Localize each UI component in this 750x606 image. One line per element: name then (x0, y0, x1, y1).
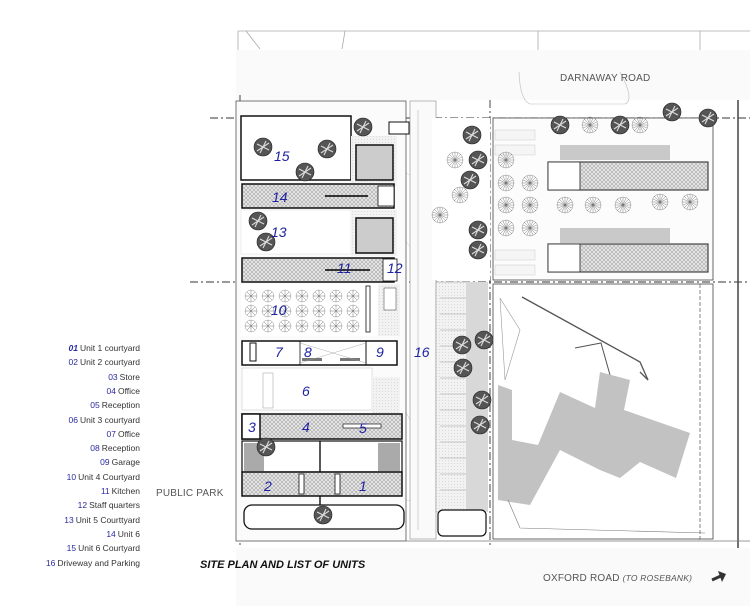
plan-label-3: 3 (248, 419, 256, 435)
plan-label-15: 15 (274, 148, 290, 164)
plan-label-5: 5 (359, 420, 367, 436)
west-park-label: PUBLIC PARK (156, 488, 224, 499)
plan-label-14: 14 (272, 189, 288, 205)
drawing-title: SITE PLAN AND LIST OF UNITS (200, 559, 366, 571)
plan-label-8: 8 (304, 344, 312, 360)
plan-label-1: 1 (359, 478, 367, 494)
plan-label-4: 4 (302, 419, 310, 435)
direction-arrow-icon (711, 571, 726, 582)
north-road-label: DARNAWAY ROAD (560, 73, 651, 84)
plan-label-2: 2 (264, 478, 272, 494)
plan-label-11: 11 (337, 260, 352, 276)
plan-label-12: 12 (387, 260, 403, 276)
plan-label-9: 9 (376, 344, 384, 360)
plan-label-13: 13 (271, 224, 287, 240)
south-road-note: (TO ROSEBANK) (622, 573, 693, 583)
plan-label-7: 7 (275, 344, 283, 360)
plan-label-10: 10 (271, 302, 287, 318)
south-road-label: OXFORD ROAD (TO ROSEBANK) (543, 573, 692, 584)
south-road-name: OXFORD ROAD (543, 573, 620, 584)
plan-label-16: 16 (414, 344, 430, 360)
plan-label-6: 6 (302, 383, 310, 399)
